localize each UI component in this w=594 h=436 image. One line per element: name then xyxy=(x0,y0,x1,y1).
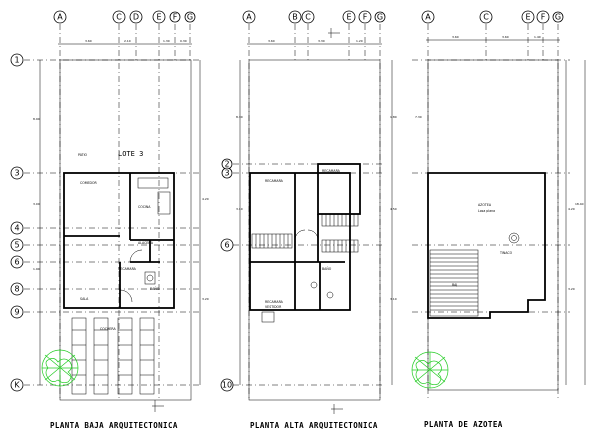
row-axis-bubbles: 2 3 6 10 xyxy=(220,158,234,392)
room-label: BAÑO xyxy=(150,286,160,291)
tree-symbol xyxy=(41,349,79,387)
axis-label: 3 xyxy=(14,169,19,178)
dim-label: 8.30 xyxy=(236,115,243,119)
axis-label: 10 xyxy=(222,381,232,390)
dim-label: 3.60 xyxy=(502,35,509,39)
section-marker xyxy=(328,28,340,38)
plan-planta-azotea: A C E F G 3.60 3.60 1.40 7.30 4.20 3.20 … xyxy=(411,10,586,429)
room-label: RECAMARA xyxy=(265,300,284,304)
room-label: BAJ xyxy=(452,283,457,287)
dim-label: 8.90 xyxy=(33,117,40,121)
dim-label: 3.20 xyxy=(202,297,209,301)
section-marker xyxy=(152,400,164,412)
axis-label: E xyxy=(156,13,161,22)
column-axis-bubbles: A C E F G xyxy=(421,10,564,24)
axis-bubble xyxy=(112,10,126,24)
lote-label: LOTE 3 xyxy=(118,150,143,158)
axis-bubble xyxy=(169,11,181,23)
dim-label: 1.40 xyxy=(534,35,541,39)
axis-label: 6 xyxy=(224,241,229,250)
tinaco-symbol xyxy=(508,232,520,244)
axis-label: G xyxy=(555,13,561,22)
dim-label: 4.50 xyxy=(390,207,397,211)
axis-label: A xyxy=(246,13,252,22)
driveway-pavers xyxy=(71,317,155,395)
room-label: TINACO xyxy=(499,251,513,255)
axis-label: K xyxy=(14,381,20,390)
dim-label: 1.30 xyxy=(163,39,170,43)
dim-label: 3.10 xyxy=(236,207,243,211)
plan-planta-alta: A B C E F G 3.60 3.30 1.20 2 3 6 10 8.30 xyxy=(220,10,397,430)
dim-label: 1.90 xyxy=(33,267,40,271)
axis-bubble xyxy=(152,10,166,24)
plan-title: PLANTA DE AZOTEA xyxy=(424,420,503,429)
dim-label: 0.30 xyxy=(180,39,187,43)
dim-label: 7.30 xyxy=(415,115,422,119)
axis-label: C xyxy=(116,13,122,22)
axis-label: C xyxy=(305,13,311,22)
axis-label: B xyxy=(292,13,298,22)
room-label: COCINA xyxy=(138,205,151,209)
axis-label: 8 xyxy=(14,285,19,294)
axis-label: 2 xyxy=(224,160,229,169)
dim-label: 3.10 xyxy=(390,297,397,301)
room-label: COMEDOR xyxy=(80,181,97,185)
stair-symbol xyxy=(251,213,359,253)
room-label: RECAMARA xyxy=(265,179,284,183)
room-label: AZOTEA xyxy=(478,203,492,207)
dim-label: 18.40 xyxy=(575,202,584,206)
axis-bubble xyxy=(53,10,67,24)
axis-label: 1 xyxy=(14,56,19,65)
room-label: RECAMARA xyxy=(322,169,341,173)
axis-label: A xyxy=(425,13,431,22)
room-label: PATIO xyxy=(78,153,88,157)
axis-label: 6 xyxy=(14,258,19,267)
axis-label: A xyxy=(57,13,63,22)
axis-bubble xyxy=(129,10,143,24)
dim-label: 3.60 xyxy=(452,35,459,39)
axis-bubble xyxy=(184,11,196,23)
dim-label: 3.60 xyxy=(268,39,275,43)
tree-symbol xyxy=(411,351,449,389)
axis-label: F xyxy=(363,13,368,22)
axis-label: C xyxy=(483,13,489,22)
room-label: VESTIDOR xyxy=(265,305,282,309)
axis-label: 5 xyxy=(14,241,19,250)
column-axis-bubbles: A B C E F G xyxy=(242,10,386,24)
axis-label: G xyxy=(187,13,193,22)
room-label: BAÑO xyxy=(322,266,332,271)
axis-label: F xyxy=(173,13,178,22)
column-axis-bubbles: A C D E F G xyxy=(53,10,196,24)
room-label: Losa plana xyxy=(478,209,495,213)
axis-label: 4 xyxy=(14,224,19,233)
plan-title: PLANTA ALTA ARQUITECTONICA xyxy=(250,421,378,430)
section-marker xyxy=(331,404,343,414)
axis-label: E xyxy=(525,13,530,22)
dim-label: 3.00 xyxy=(33,202,40,206)
dim-label: 3.30 xyxy=(318,39,325,43)
dim-label: 4.20 xyxy=(202,197,209,201)
room-label: SALA xyxy=(80,297,89,301)
row-axis-bubbles: 1 3 4 5 6 8 9 K xyxy=(10,53,24,392)
roof-hatch xyxy=(429,249,479,317)
axis-label: D xyxy=(133,13,139,22)
axis-label: E xyxy=(346,13,351,22)
dim-label: 4.20 xyxy=(568,207,575,211)
axis-label: 9 xyxy=(14,308,19,317)
dim-label: 1.20 xyxy=(356,39,363,43)
axis-label: G xyxy=(377,13,383,22)
dim-label: 1.80 xyxy=(390,115,397,119)
axis-label: 3 xyxy=(224,169,229,178)
dim-label: 3.60 xyxy=(85,39,92,43)
dim-label: 3.20 xyxy=(568,287,575,291)
plan-title: PLANTA BAJA ARQUITECTONICA xyxy=(50,421,178,430)
plan-planta-baja: A C D E F G 3.60 2.10 1.30 0.30 1 3 4 xyxy=(10,10,209,430)
room-label: RECAMARA xyxy=(118,267,137,271)
dim-label: 2.10 xyxy=(124,39,131,43)
room-label: ALACENA xyxy=(138,241,154,245)
axis-label: F xyxy=(541,13,546,22)
